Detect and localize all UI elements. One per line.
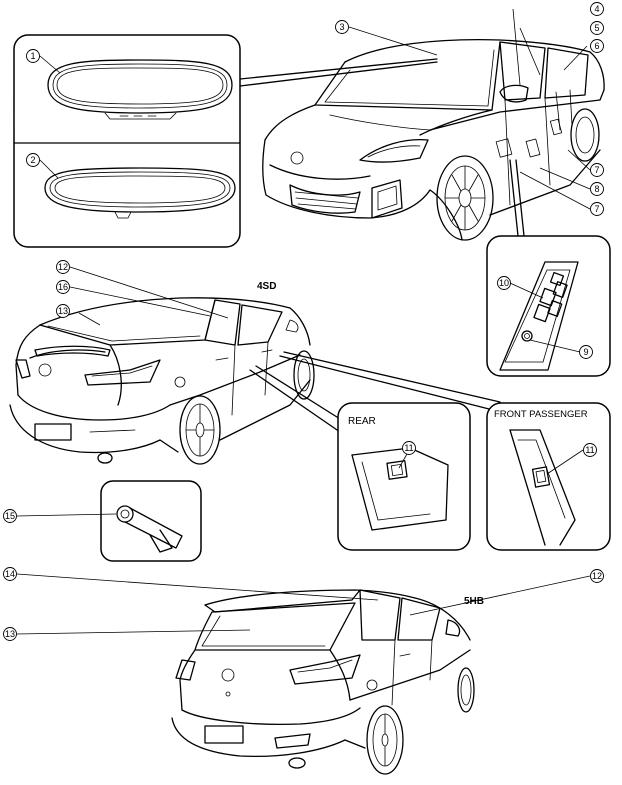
callout-7-upper: 7 [590, 163, 604, 177]
callout-14: 14 [3, 567, 17, 581]
svg-text:4: 4 [594, 4, 599, 14]
callout-1: 1 [26, 49, 40, 63]
callout-10: 10 [497, 276, 511, 290]
callout-3: 3 [335, 20, 349, 34]
svg-text:12: 12 [592, 571, 602, 581]
callout-11-rear: 11 [402, 441, 416, 455]
callout-13-hatchback: 13 [3, 627, 17, 641]
driver-switch-inset [486, 235, 611, 377]
svg-text:7: 7 [594, 204, 599, 214]
callout-12-hatchback: 12 [590, 569, 604, 583]
svg-text:6: 6 [594, 41, 599, 51]
front-passenger-label: FRONT PASSENGER [494, 409, 588, 420]
window-handle-inset [100, 480, 202, 562]
svg-text:9: 9 [583, 347, 588, 357]
callout-15: 15 [3, 509, 17, 523]
sedan-rear-view-drawing [9, 297, 315, 465]
svg-text:14: 14 [5, 569, 15, 579]
svg-text:1: 1 [30, 51, 35, 61]
svg-text:5: 5 [594, 23, 599, 33]
hatchback-rear-view-drawing [171, 589, 475, 775]
svg-text:7: 7 [594, 165, 599, 175]
callout-6: 6 [590, 39, 604, 53]
callout-13-sedan: 13 [56, 304, 70, 318]
callout-11-front-passenger: 11 [583, 443, 597, 457]
callout-4: 4 [590, 2, 604, 16]
svg-text:13: 13 [58, 306, 68, 316]
front-passenger-switch-inset [486, 402, 611, 551]
callout-8: 8 [590, 182, 604, 196]
svg-text:11: 11 [585, 445, 594, 455]
front-view-car-drawing [262, 39, 605, 241]
sedan-label: 4SD [257, 281, 276, 292]
svg-text:12: 12 [58, 262, 68, 272]
rear-label: REAR [348, 416, 376, 427]
svg-text:10: 10 [499, 278, 509, 288]
svg-text:11: 11 [404, 443, 413, 453]
svg-text:8: 8 [594, 184, 599, 194]
callout-9: 9 [579, 345, 593, 359]
callout-7-lower: 7 [590, 202, 604, 216]
svg-text:3: 3 [339, 22, 344, 32]
svg-text:2: 2 [30, 155, 35, 165]
callout-12-sedan: 12 [56, 260, 70, 274]
svg-text:15: 15 [5, 511, 15, 521]
auto-dimming-mirror-drawing [47, 59, 233, 120]
hatchback-label: 5HB [464, 596, 484, 607]
callout-5: 5 [590, 21, 604, 35]
svg-text:16: 16 [58, 282, 68, 292]
standard-mirror-drawing [44, 167, 236, 219]
rear-switch-inset [337, 402, 471, 551]
svg-text:13: 13 [5, 629, 15, 639]
callout-2: 2 [26, 153, 40, 167]
rearview-mirror-inset [13, 34, 241, 248]
callout-16: 16 [56, 280, 70, 294]
